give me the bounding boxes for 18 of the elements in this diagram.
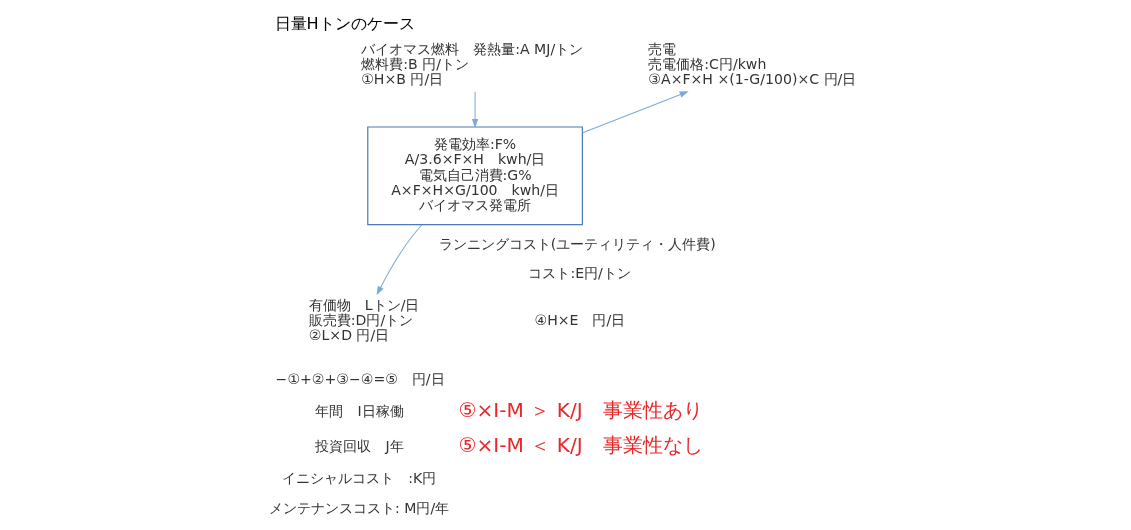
arrow — [471, 91, 479, 129]
label: 年間 I日稼働 — [315, 402, 404, 419]
node-text: 売電 売電価格:C円/kwh ③A×F×H ×(1-G/100)×C 円/日 — [648, 40, 857, 87]
label: ⑤×I-M ＞ K/J 事業性あり — [458, 398, 703, 423]
node-text: バイオマス燃料 発熱量:A MJ/トン 燃料費:B 円/トン ①H×B 円/日 — [361, 40, 584, 87]
label: イニシャルコスト :K円 — [282, 470, 437, 487]
label: コスト:E円/トン — [528, 264, 631, 281]
label: −①+②+③−④=⑤ 円/日 — [275, 370, 445, 387]
arrow — [376, 224, 423, 296]
node-box: 発電効率:F% A/3.6×F×H kwh/日 電気自己消費:G% A×F×H×G/100 kwh/日 バイオマス発電所 — [367, 126, 583, 226]
diagram-title: 日量Hトンのケース — [274, 14, 415, 34]
label: ⑤×I-M ＜ K/J 事業性なし — [458, 433, 703, 458]
arrow — [582, 91, 689, 134]
label: メンテナンスコスト: M円/年 — [269, 499, 450, 516]
node-text: 有価物 Lトン/日 販売費:D円/トン ②L×D 円/日 — [308, 296, 420, 343]
label: ④H×E 円/日 — [534, 311, 626, 328]
label: ランニングコスト(ユーティリティ・人件費) — [438, 235, 716, 252]
label: 投資回収 J年 — [315, 438, 404, 455]
